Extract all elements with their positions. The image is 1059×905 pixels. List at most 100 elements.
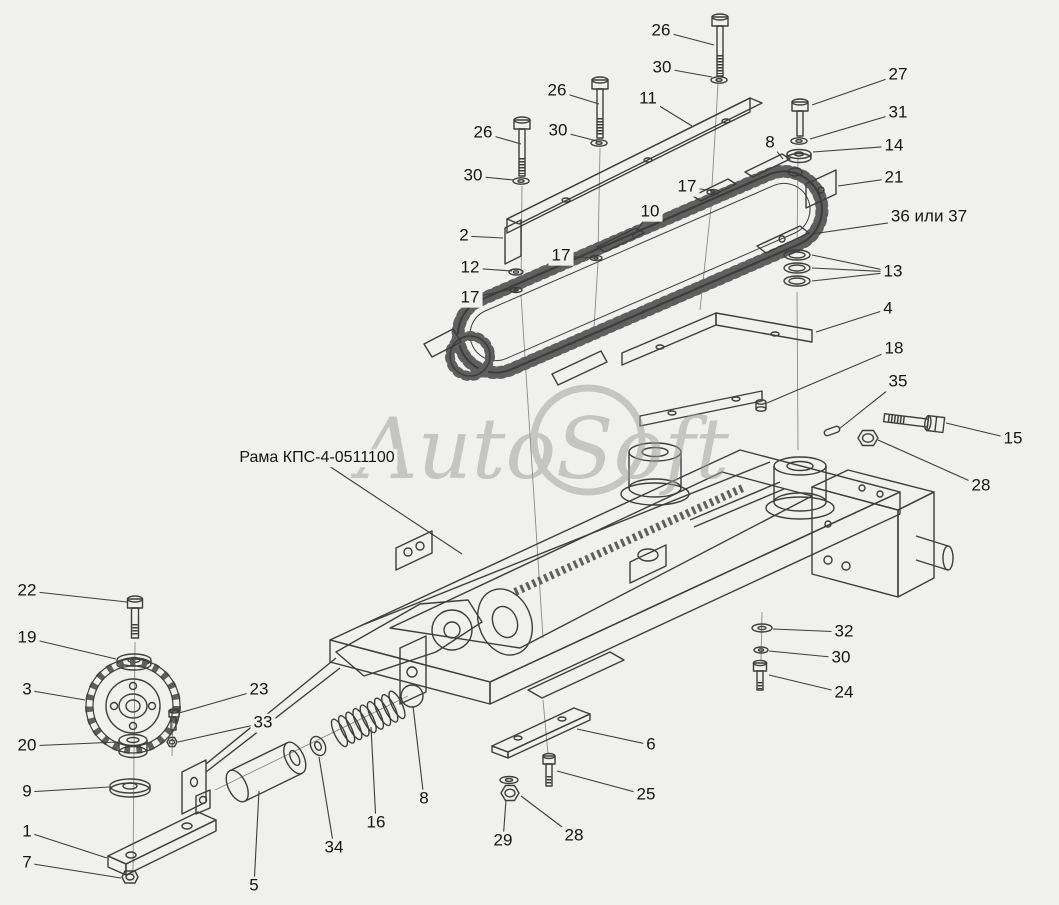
leader-line-13 — [811, 271, 894, 282]
callout-30-a: 30 — [649, 58, 675, 78]
roller-chain — [451, 164, 829, 380]
callout-30-d: 30 — [828, 648, 854, 668]
leader-line-22 — [26, 590, 128, 603]
leader-line-13 — [811, 267, 894, 273]
callout-21: 21 — [881, 168, 907, 188]
callout-13: 13 — [880, 262, 906, 282]
callout-34: 34 — [321, 838, 347, 858]
callout-25: 25 — [633, 785, 659, 805]
callout-5: 5 — [246, 876, 262, 896]
chain-plate-17 — [692, 178, 737, 202]
drive-sprocket-3 — [85, 658, 181, 754]
leader-line-5 — [253, 790, 260, 887]
hub-20 — [118, 733, 148, 759]
leader-line-18 — [766, 348, 895, 404]
gearbox — [811, 469, 954, 598]
leader-line-34 — [318, 756, 335, 849]
pivot-arm — [335, 530, 667, 705]
callout-26-b: 26 — [544, 81, 570, 101]
washer-30-mid — [590, 139, 608, 147]
bolt-26-right — [711, 13, 729, 77]
chain-plate-8 — [744, 153, 791, 178]
callout-30-b: 30 — [545, 121, 571, 141]
callout-33: 33 — [250, 713, 276, 733]
leader-line-24 — [768, 674, 845, 694]
washer-9 — [109, 778, 151, 798]
callout-28-bottom: 28 — [561, 826, 587, 846]
callout-9: 9 — [19, 782, 35, 802]
callout-17-c: 17 — [457, 288, 483, 308]
washer-30-left — [512, 177, 530, 185]
plate-6 — [491, 707, 591, 759]
leader-line-3 — [26, 689, 86, 701]
leader-line-9 — [26, 786, 110, 793]
callout-10: 10 — [637, 202, 663, 222]
leader-line-16 — [370, 726, 377, 824]
leader-line-23 — [178, 689, 260, 714]
callout-28-right: 28 — [968, 476, 994, 496]
bolt-23 — [168, 708, 180, 731]
tensioner-plate-21 — [787, 167, 837, 209]
callout-8-top: 8 — [762, 133, 778, 153]
leader-line-27 — [811, 74, 899, 106]
callout-frame-name: Рама КПС-4-0511100 — [236, 449, 398, 467]
roller-5 — [225, 741, 307, 803]
callout-7: 7 — [19, 853, 35, 873]
callout-31: 31 — [885, 103, 911, 123]
cross-strip-4 — [621, 312, 813, 366]
leader-line-6 — [576, 728, 652, 746]
callout-19: 19 — [14, 628, 40, 648]
bolt-22 — [126, 595, 144, 639]
callout-29: 29 — [490, 831, 516, 851]
callout-20: 20 — [14, 736, 40, 756]
callout-18: 18 — [881, 339, 907, 359]
bearing-tower-right — [765, 456, 835, 520]
callout-26-a: 26 — [648, 21, 674, 41]
callout-27: 27 — [885, 65, 911, 85]
watermark: AutoSoft — [350, 384, 729, 498]
bolt-26-mid — [591, 76, 609, 139]
bolt-26-left — [513, 116, 531, 177]
leader-line-7 — [26, 862, 122, 879]
washer-31 — [790, 137, 808, 145]
chain-plate-10 — [596, 227, 645, 253]
callout-15: 15 — [1000, 429, 1026, 449]
washer-29 — [499, 775, 519, 785]
bolt-27 — [791, 98, 809, 137]
leader-line-4 — [815, 308, 889, 333]
callout-8-bottom: 8 — [416, 789, 432, 809]
chain-end-loop — [445, 331, 495, 381]
washer-14 — [786, 148, 812, 164]
watermark-text: AutoSoft — [350, 400, 729, 498]
chain-guide-bottom — [551, 350, 608, 386]
callout-11: 11 — [636, 89, 660, 109]
chain-guide-left — [423, 328, 462, 358]
callout-16: 16 — [363, 813, 389, 833]
washer-12 — [508, 268, 524, 276]
callout-17-b: 17 — [548, 246, 574, 266]
leader-line-31 — [809, 112, 899, 140]
washer-30-bottom — [753, 646, 769, 654]
callout-4: 4 — [880, 299, 896, 319]
leader-line-8-bottom — [412, 705, 425, 800]
adjusting-rings-13 — [783, 249, 811, 287]
leader-line-20 — [26, 741, 119, 747]
leader-lines — [26, 30, 1014, 887]
washer-30-right — [710, 76, 728, 84]
spacer-18 — [755, 399, 767, 412]
ball-8 — [400, 684, 424, 708]
leader-line-frame-name — [316, 457, 463, 555]
leader-line-13 — [811, 254, 894, 273]
callout-22: 22 — [14, 581, 40, 601]
callout-23: 23 — [246, 680, 272, 700]
callout-1: 1 — [19, 822, 35, 842]
callout-17-a: 17 — [674, 177, 700, 197]
bolt-15 — [882, 413, 946, 434]
leader-line-25 — [556, 770, 647, 796]
callout-2: 2 — [456, 226, 472, 246]
washer-34 — [309, 735, 327, 757]
leader-line-19 — [26, 637, 117, 660]
callout-35: 35 — [885, 372, 911, 392]
callout-14: 14 — [881, 136, 907, 156]
